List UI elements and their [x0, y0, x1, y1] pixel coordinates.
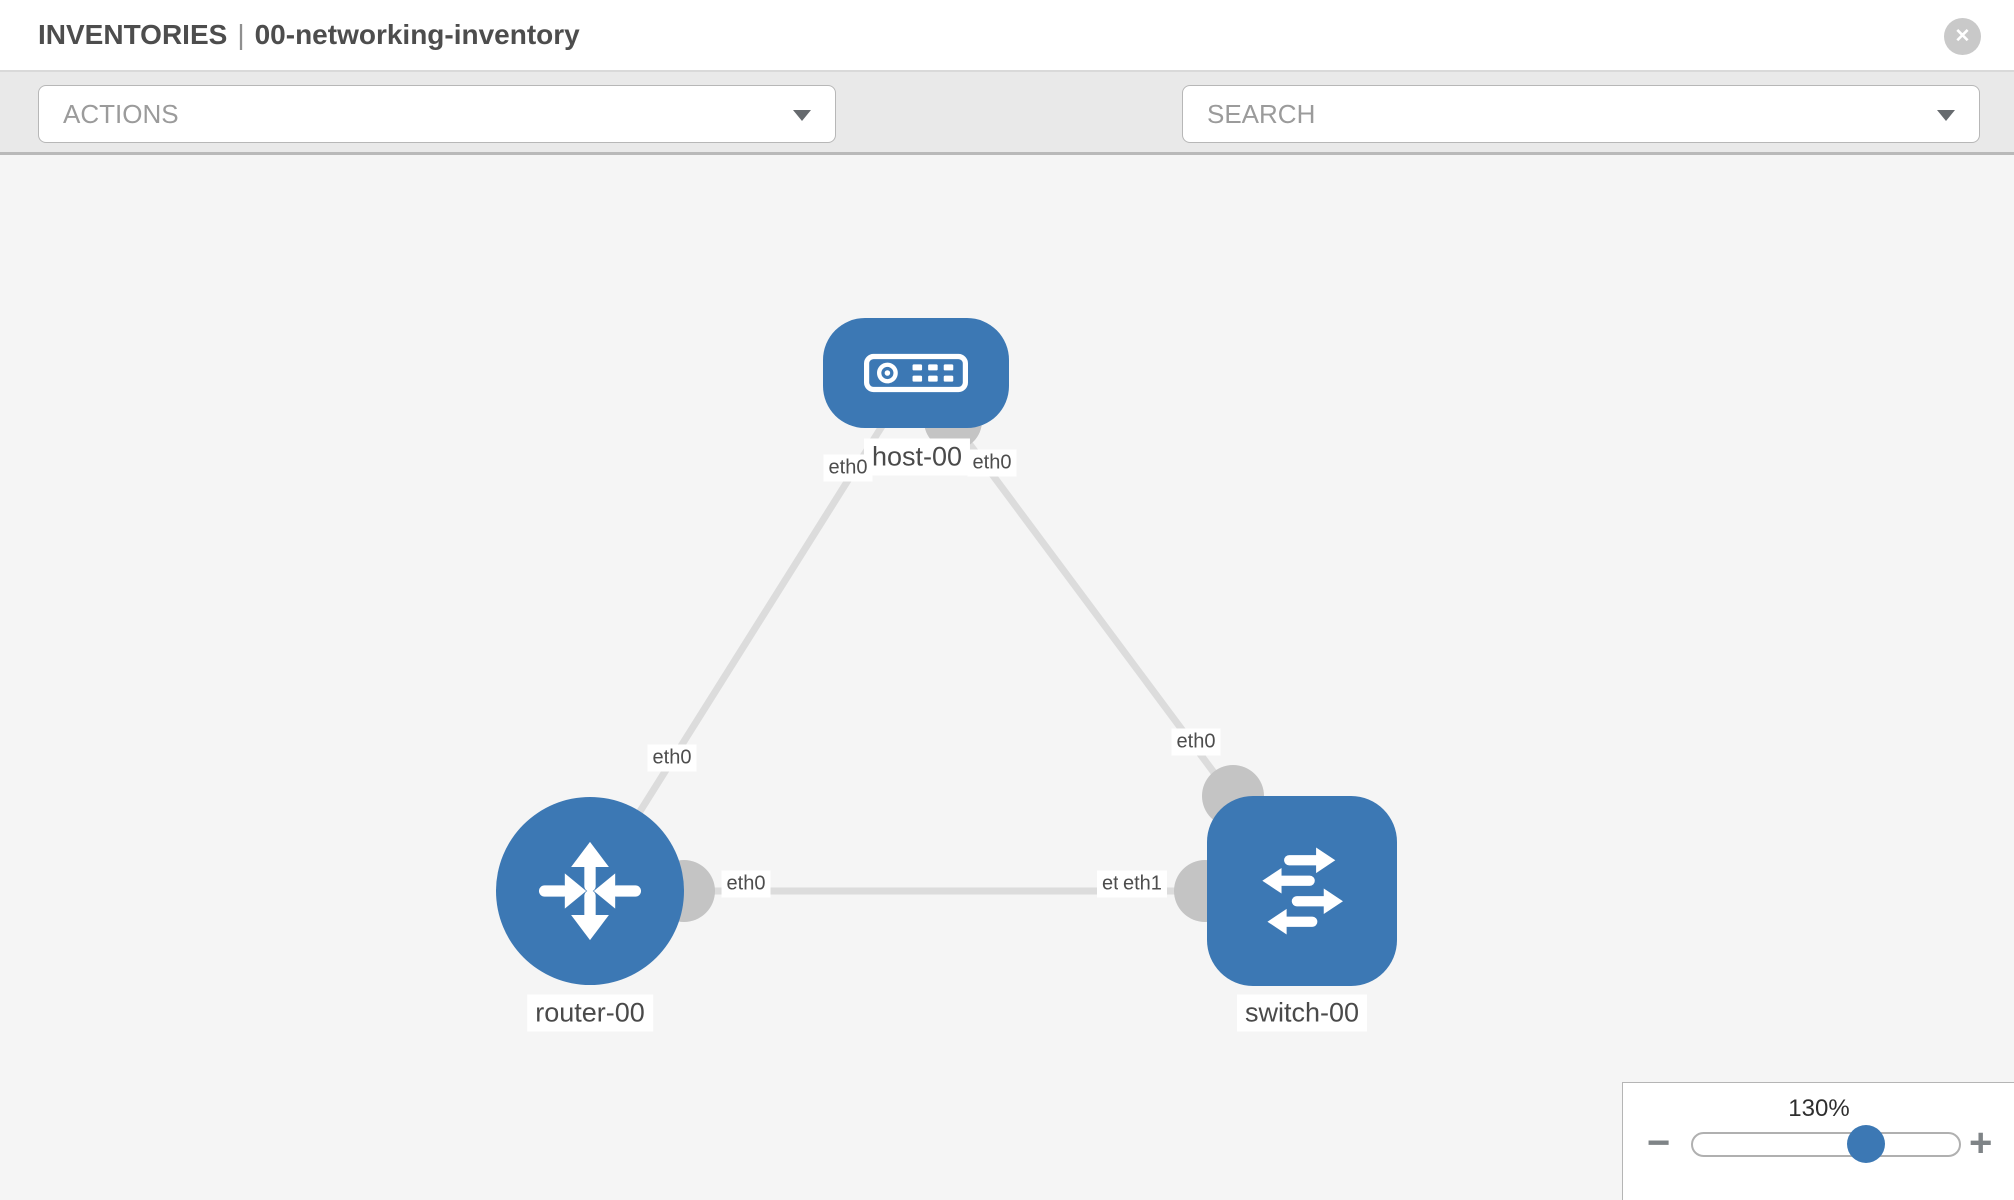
page-title: INVENTORIES | 00-networking-inventory [38, 0, 580, 70]
actions-dropdown[interactable]: ACTIONS [38, 85, 836, 143]
breadcrumb-separator: | [237, 19, 245, 50]
interface-label-mid-eth0: eth0 [721, 870, 771, 898]
interface-label-host-eth0-left: eth0 [823, 454, 873, 482]
topology-canvas[interactable]: host-00 router-00 switch-00 eth0 eth0 et… [0, 155, 2014, 1200]
node-host-00[interactable] [823, 318, 1009, 428]
chevron-down-icon [793, 110, 811, 121]
search-dropdown[interactable]: SEARCH [1182, 85, 1980, 143]
zoom-slider-track[interactable] [1691, 1125, 1961, 1163]
router-icon [538, 841, 642, 941]
node-router-00[interactable] [496, 797, 684, 985]
node-switch-00[interactable] [1207, 796, 1397, 986]
zoom-slider-knob[interactable] [1847, 1125, 1885, 1163]
interface-label-mid-eth1: eth1 [1118, 870, 1167, 898]
search-dropdown-label: SEARCH [1207, 99, 1316, 129]
links-layer [587, 369, 1305, 922]
chevron-down-icon [1937, 110, 1955, 121]
zoom-out-button[interactable]: − [1647, 1121, 1671, 1165]
toolbar: ACTIONS SEARCH [0, 72, 2014, 208]
interface-label-router-link-eth0: eth0 [647, 744, 697, 772]
zoom-panel: 130% − + [1622, 1082, 2014, 1200]
host-icon [864, 353, 968, 393]
close-icon[interactable]: ✕ [1944, 18, 1981, 55]
node-label-switch-00: switch-00 [1236, 994, 1368, 1032]
inventory-name: 00-networking-inventory [254, 19, 580, 50]
zoom-level-value: 130% [1788, 1095, 1850, 1122]
node-label-router-00: router-00 [527, 994, 653, 1032]
zoom-in-button[interactable]: + [1969, 1121, 1993, 1165]
actions-dropdown-label: ACTIONS [63, 99, 179, 129]
node-label-host-00: host-00 [863, 438, 971, 476]
interface-label-switch-link-eth0: eth0 [1171, 728, 1221, 756]
switch-icon [1262, 847, 1343, 935]
breadcrumb-section: INVENTORIES [38, 19, 228, 50]
page-header: INVENTORIES | 00-networking-inventory ✕ [0, 0, 2014, 72]
interface-label-host-eth0-right: eth0 [967, 449, 1017, 477]
